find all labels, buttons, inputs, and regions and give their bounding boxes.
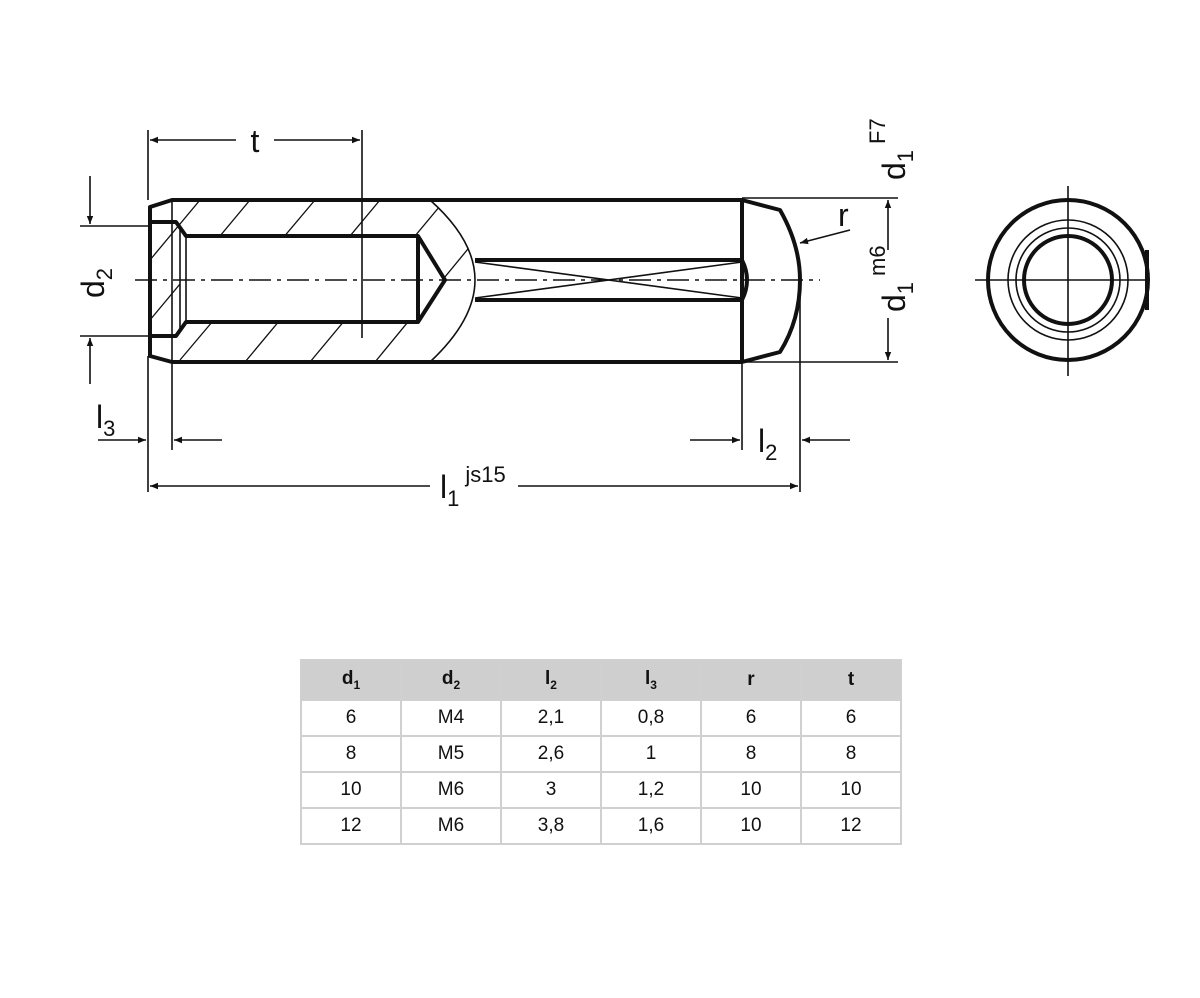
table-cell: 6 [300,699,402,737]
table-cell: 10 [700,771,802,809]
threaded-hole [150,220,447,338]
dim-l2-label: l2 [758,423,777,465]
dim-l3-label: l3 [96,399,115,441]
table-cell: M6 [400,807,502,845]
table-cell: M6 [400,771,502,809]
section-hatching [150,200,475,362]
table-cell: 10 [800,771,902,809]
table-cell: M4 [400,699,502,737]
dim-r-label: r [838,197,849,233]
table-cell: 2,6 [500,735,602,773]
section-boundary [429,199,476,363]
table-cell: 12 [800,807,902,845]
table-cell: 2,1 [500,699,602,737]
table-header-cell: l2 [500,659,602,701]
table-cell: 3 [500,771,602,809]
table-cell: 8 [800,735,902,773]
table-cell: 12 [300,807,402,845]
table-cell: 1,2 [600,771,702,809]
table-header-cell: d1 [300,659,402,701]
technical-drawing: t d2 d1m6 d1F7 r l3 l2 l1js15 [75,118,1200,511]
table-cell: 3,8 [500,807,602,845]
dim-d1-f7-label: d1F7 [865,118,918,180]
table-cell: 0,8 [600,699,702,737]
table-cell: 6 [700,699,802,737]
table-cell: 10 [300,771,402,809]
table-cell: 1 [600,735,702,773]
table-cell: 6 [800,699,902,737]
dim-d2-label: d2 [75,268,117,298]
dim-d1-m6-label: d1m6 [865,245,918,312]
table-cell: 8 [700,735,802,773]
table-header-cell: t [800,659,902,701]
pin-end-view [975,186,1200,376]
table-cell: 1,6 [600,807,702,845]
dimensions: t d2 d1m6 d1F7 r l3 l2 l1js15 [75,118,918,511]
dim-t-label: t [251,123,260,159]
dim-l1-label: l1js15 [440,462,506,511]
table-header-cell: r [700,659,802,701]
table-cell: M5 [400,735,502,773]
pin-side-view [135,198,820,364]
table-header-cell: l3 [600,659,702,701]
table-cell: 10 [700,807,802,845]
table-cell: 8 [300,735,402,773]
table-header-cell: d2 [400,659,502,701]
